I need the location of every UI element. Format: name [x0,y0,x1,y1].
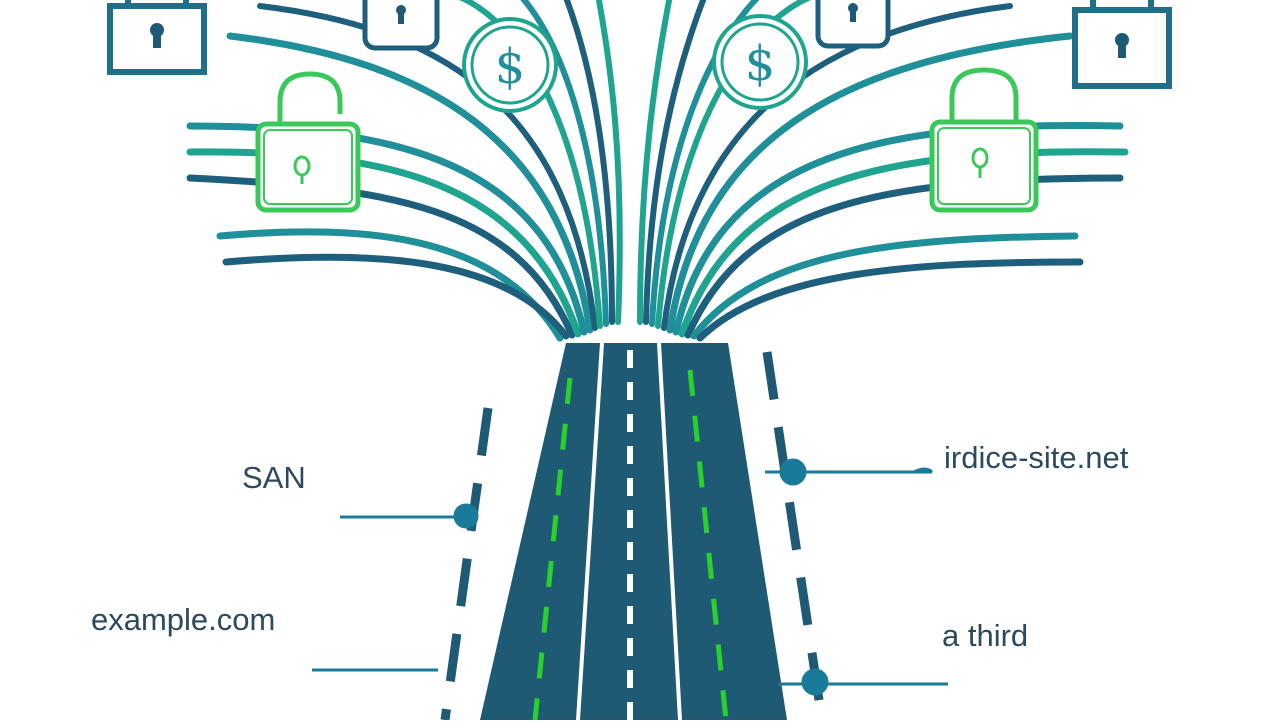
padlock-icon [815,0,891,49]
padlock-icon [255,71,361,213]
road-shoulder-right [762,351,827,721]
cable-left-9 [520,0,609,327]
cable-right-2 [690,232,1079,340]
road-shoulder-left [440,407,493,721]
cable-right-1 [696,258,1084,342]
road-lane-left [532,377,573,721]
connector-dot-san [453,503,479,529]
padlock-icon [107,0,207,75]
coin-symbol: $ [495,39,526,95]
label-example-com: example.com [91,602,276,637]
padlock-icon [1072,0,1172,89]
connector-hook [913,467,934,474]
cable-left-6 [226,32,594,334]
cable-right-6 [666,32,1074,334]
padlock-icon [362,0,440,51]
dollar-coin-icon: $ [462,17,558,113]
cable-right-8 [655,0,812,329]
cable-left-2 [222,253,570,340]
label-other-site: irdice-site.net [944,440,1129,475]
cable-left-11 [595,0,623,325]
cable-right-9 [649,0,760,327]
label-san: SAN [242,460,306,495]
padlock-icon [929,67,1039,213]
connector-dot-third [801,668,829,696]
label-connectors [312,458,948,696]
highway-road [440,342,827,721]
connector-dot-other [779,458,807,486]
road-lane-right [687,369,729,721]
cable-right-11 [637,0,673,325]
coin-symbol: $ [745,36,776,92]
road-surface [480,343,787,720]
cable-left-10 [563,0,615,325]
road-center-line-right [657,342,682,721]
cable-right-5 [672,121,1124,336]
label-a-third: a third [942,618,1029,653]
dollar-coin-icon: $ [712,14,808,110]
road-center-line-left [576,342,604,721]
cable-right-10 [643,0,707,325]
